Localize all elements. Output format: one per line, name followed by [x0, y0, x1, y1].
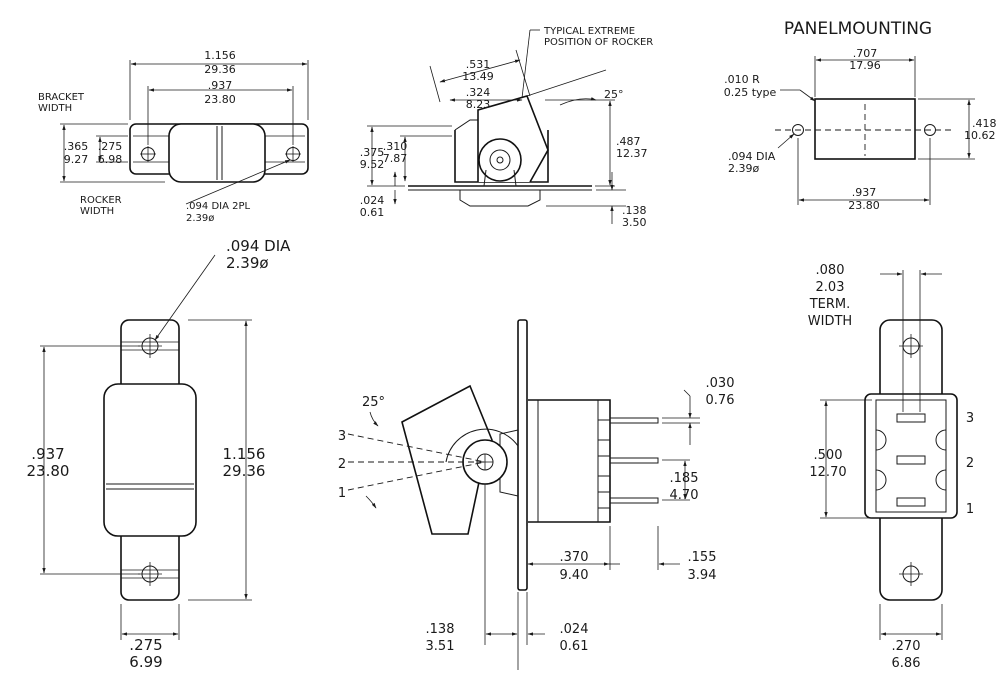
terminal [609, 457, 659, 464]
rocker-width-label-1: ROCKER [80, 195, 122, 206]
front-overall-in: 1.156 [223, 445, 266, 463]
rear-terminal [896, 497, 926, 507]
rear-w-in: .270 [892, 639, 921, 654]
panel-hole [792, 124, 804, 136]
extreme-note-1: TYPICAL EXTREME [543, 26, 635, 37]
profile-angle: 25° [362, 395, 385, 410]
profile-len-in: .370 [560, 550, 589, 565]
dim-overall-mm: 29.36 [204, 63, 236, 76]
profile-panel-in: .138 [426, 622, 455, 637]
pos-3: 3 [338, 429, 346, 444]
front-hole-mm: 23.80 [27, 462, 70, 480]
top-view: 1.156 29.36 .937 23.80 BRACKET WIDTH .36… [38, 49, 309, 224]
rear-terminal [896, 455, 926, 465]
dim-hole-in: .937 [208, 79, 233, 92]
panel-dia-in: .094 DIA [728, 150, 776, 163]
dim-bw-mm: 9.27 [64, 153, 89, 166]
extreme-note-2: POSITION OF ROCKER [544, 37, 653, 48]
dim-hole-mm: 23.80 [204, 93, 236, 106]
dim-cut-h-mm: 10.62 [964, 129, 996, 142]
panel-hole [924, 124, 936, 136]
front-w-in: .275 [129, 636, 162, 654]
profile-len-mm: 9.40 [560, 568, 589, 583]
terminal [609, 497, 659, 504]
dim-rw-in: .275 [98, 140, 123, 153]
dim-cut-w-in: .707 [853, 47, 878, 60]
dim-cut-h-in: .418 [972, 117, 997, 130]
pos-1: 1 [338, 486, 346, 501]
rear-pos-1: 1 [966, 502, 974, 517]
front-rocker [103, 383, 197, 537]
rear-w-mm: 6.86 [892, 656, 921, 671]
rear-term-label-1: TERM. [809, 297, 851, 312]
dim-h4-mm: 0.61 [360, 206, 385, 219]
rear-span-in: .500 [814, 448, 843, 463]
dia-label-1: .094 DIA 2PL [186, 201, 251, 212]
profile-term-mm: 0.76 [706, 393, 735, 408]
dim-rw-mm: 6.98 [98, 153, 123, 166]
front-hole-in: .937 [31, 445, 64, 463]
dim-h2-mm: 7.87 [383, 152, 408, 165]
profile-spacing-mm: 4.70 [670, 488, 699, 503]
bracket-width-label-1: BRACKET [38, 92, 85, 103]
dim-h4-in: .024 [360, 194, 385, 207]
dim-w1-in: .531 [466, 58, 491, 71]
dim-w2-in: .324 [466, 86, 491, 99]
rear-term-mm: 2.03 [816, 280, 845, 295]
dim-panel-hole-mm: 23.80 [848, 199, 880, 212]
dim-h1-mm: 9.52 [360, 158, 385, 171]
dim-h2-in: .310 [383, 140, 408, 153]
rear-term-label-2: WIDTH [808, 314, 852, 329]
bracket-width-label-2: WIDTH [38, 103, 72, 114]
dim-w2-mm: 8.23 [466, 98, 491, 111]
dim-h5-in: .138 [622, 204, 647, 217]
panel-dia-mm: 2.39ø [728, 162, 759, 175]
profile-plate [517, 319, 528, 591]
dim-panel-hole-in: .937 [852, 186, 877, 199]
dim-h5-mm: 3.50 [622, 216, 647, 229]
angle-label: 25° [604, 88, 624, 101]
profile-plate-in: .024 [560, 622, 589, 637]
front-dia-in: .094 DIA [226, 237, 291, 255]
dim-overall-in: 1.156 [204, 49, 236, 62]
profile-panel-mm: 3.51 [426, 639, 455, 654]
rear-pos-3: 3 [966, 411, 974, 426]
pos-2: 2 [338, 457, 346, 472]
front-view: .094 DIA 2.39ø .937 23.80 1.156 29.36 .2… [27, 237, 292, 671]
profile-term-in: .030 [706, 376, 735, 391]
dia-label-2: 2.39ø [186, 213, 214, 224]
dim-h3-mm: 12.37 [616, 147, 648, 160]
dim-h1-in: .375 [360, 146, 385, 159]
profile-plate-mm: 0.61 [560, 639, 589, 654]
panel-title: PANELMOUNTING [784, 19, 932, 39]
panel-mounting: PANELMOUNTING .707 17.96 .010 R 0.25 typ… [724, 19, 997, 212]
profile-spacing-in: .185 [670, 471, 699, 486]
rear-pos-2: 2 [966, 456, 974, 471]
dim-cut-w-mm: 17.96 [849, 59, 881, 72]
rear-span-mm: 12.70 [809, 465, 846, 480]
rear-terminal [896, 413, 926, 423]
dim-w1-mm: 13.49 [462, 70, 494, 83]
rear-term-in: .080 [816, 263, 845, 278]
profile-tip-in: .155 [688, 550, 717, 565]
profile-tip-mm: 3.94 [688, 568, 717, 583]
front-overall-mm: 29.36 [223, 462, 266, 480]
rear-view: .080 2.03 TERM. WIDTH .500 12.70 3 2 1 .… [808, 263, 974, 671]
dim-bw-in: .365 [64, 140, 89, 153]
front-w-mm: 6.99 [129, 653, 162, 671]
rocker-width-label-2: WIDTH [80, 206, 114, 217]
radius-mm: 0.25 type [724, 86, 777, 99]
profile-view: 25° 3 2 1 .030 0.76 .185 4.70 .370 9.40 … [338, 319, 735, 670]
front-dia-mm: 2.39ø [226, 254, 269, 272]
dim-h3-in: .487 [616, 135, 641, 148]
side-view: .531 13.49 .324 8.23 TYPICAL EXTREME POS… [360, 26, 654, 229]
radius-in: .010 R [724, 73, 760, 86]
terminal [609, 417, 659, 424]
